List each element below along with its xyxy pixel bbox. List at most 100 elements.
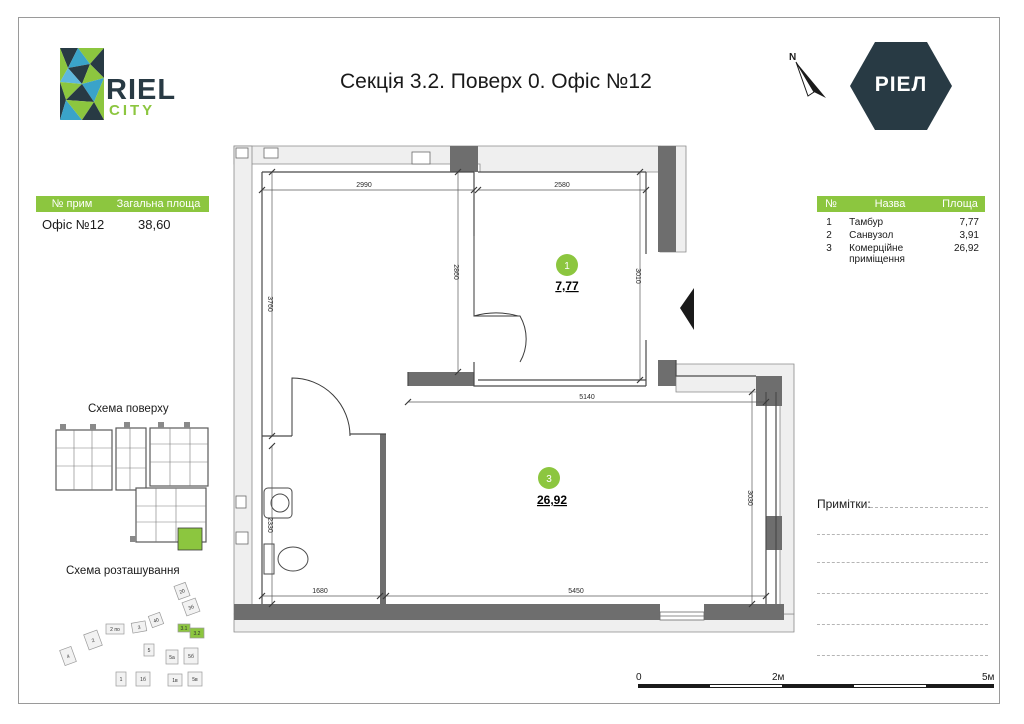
site-building-label: 3б <box>188 604 195 612</box>
site-building: 3.2 <box>189 627 205 639</box>
room-row-area: 26,92 <box>953 243 979 254</box>
room-row-area: 7,77 <box>959 217 979 228</box>
room-row-area: 3,91 <box>959 230 979 241</box>
site-building: 1 <box>115 671 127 687</box>
site-building-label: 2 <box>91 638 96 645</box>
floor-scheme-caption: Схема поверху <box>88 403 169 415</box>
site-building: 5в <box>187 671 203 687</box>
scale-start: 0 <box>636 672 642 683</box>
site-building-label: 4 <box>66 654 71 661</box>
site-building-label: 1в <box>172 678 178 684</box>
room-row-name: Комерційне приміщення <box>849 243 905 265</box>
site-building: 4 <box>59 645 77 667</box>
rooms-col-name: Назва <box>874 198 906 210</box>
highlighted-office-icon <box>177 527 203 551</box>
summary-col-area: Загальна площа <box>116 198 201 210</box>
dim-top-left: 2990 <box>356 182 372 189</box>
notes-label: Примітки: <box>817 497 871 511</box>
badge-text: РІЕЛ <box>874 73 928 96</box>
site-building: 3 <box>130 620 148 634</box>
room-row-no: 1 <box>826 217 832 228</box>
windows <box>235 147 705 621</box>
site-building: 1б <box>135 671 151 687</box>
rooms-col-area: Площа <box>942 198 978 210</box>
logo-mark-icon <box>60 48 104 120</box>
site-building: 1в <box>167 673 183 687</box>
dim-bottom-right: 5450 <box>568 588 584 595</box>
logo-riel-text: RIEL <box>106 74 177 106</box>
dimension-ticks <box>258 168 770 608</box>
site-building-label: 5в <box>192 677 198 683</box>
dim-main-width: 5140 <box>579 394 595 401</box>
dim-tambour-vertical: 2860 <box>452 264 459 280</box>
site-building-label: 2 по <box>110 627 120 633</box>
sanitary-fixtures <box>263 487 309 575</box>
riel-badge: РІЕЛ <box>849 41 953 131</box>
note-line <box>817 562 988 563</box>
site-building-label: 5 <box>148 648 151 654</box>
rooms-table-body: 1 Тамбур 7,77 2 Санвузол 3,91 3 Комерційне прим… <box>817 216 985 266</box>
site-building: 3б <box>181 597 201 617</box>
room-marker-1[interactable]: 1 7,77 <box>555 254 579 293</box>
site-building-label: 3 <box>137 625 141 631</box>
dim-bathroom-vertical: 2330 <box>266 517 273 533</box>
rooms-table: № Назва Площа 1 Тамбур 7,77 2 Санвузол 3,91 3 К… <box>817 196 985 266</box>
logo-city-text: CITY <box>109 102 156 119</box>
dim-tambour-right-vertical: 3010 <box>634 268 641 284</box>
summary-header: № прим Загальна площа <box>36 196 209 212</box>
interior-walls <box>261 171 777 604</box>
site-building: 3.1 <box>177 623 191 633</box>
room-row-name: Тамбур <box>849 217 884 228</box>
site-building: 5 <box>143 643 155 657</box>
scale-mid: 2м <box>772 672 785 683</box>
dimension-labels: 2990 2580 3760 2860 3010 5140 3030 2330 … <box>266 182 753 595</box>
note-line <box>817 593 988 594</box>
room-row: 3 Комерційне приміщення 26,92 <box>817 242 985 266</box>
summary-col-number: № прим <box>51 198 93 210</box>
site-building-label: 3.2 <box>194 631 201 637</box>
room-1-area: 7,77 <box>555 279 579 293</box>
site-scheme-caption: Схема розташування <box>66 565 180 577</box>
dim-main-right-vertical: 3030 <box>746 490 753 506</box>
room-1-number: 1 <box>564 261 570 272</box>
north-arrow: N <box>786 50 836 106</box>
site-building: 40 <box>147 611 165 629</box>
room-row: 1 Тамбур 7,77 <box>817 216 985 229</box>
note-line <box>817 534 988 535</box>
room-row-name: Санвузол <box>849 230 894 241</box>
site-building: 20 <box>173 581 191 601</box>
note-line <box>817 655 988 656</box>
note-line <box>870 507 988 508</box>
site-building-label: 40 <box>153 617 160 625</box>
site-building-label: 5а <box>169 655 175 661</box>
site-building-label: 20 <box>179 588 186 596</box>
north-arrow-icon <box>795 61 826 98</box>
room-row: 2 Санвузол 3,91 <box>817 229 985 242</box>
site-building-label: 1 <box>120 677 123 683</box>
site-building: 5б <box>183 647 199 665</box>
site-building: 2 по <box>105 623 125 635</box>
room-3-area: 26,92 <box>537 493 567 507</box>
hexagon-badge-icon <box>850 42 952 130</box>
summary-office-name: Офіс №12 <box>42 217 105 232</box>
site-building-label: 3.1 <box>181 626 188 632</box>
summary-table: № прим Загальна площа Офіс №12 38,60 <box>36 196 209 232</box>
rooms-table-header: № Назва Площа <box>817 196 985 212</box>
outer-wall-bands <box>233 145 795 633</box>
room-marker-3[interactable]: 3 26,92 <box>537 467 567 507</box>
rooms-col-no: № <box>825 198 837 210</box>
north-label: N <box>789 52 797 63</box>
site-building-label: 5б <box>188 654 194 660</box>
site-building: 2 <box>83 629 103 651</box>
scale-end: 5м <box>982 672 995 683</box>
page-title: Секція 3.2. Поверх 0. Офіс №12 <box>340 70 652 93</box>
drawing-sheet <box>18 17 1000 704</box>
summary-total-area: 38,60 <box>138 217 171 232</box>
room-row-no: 3 <box>826 243 832 254</box>
summary-row: Офіс №12 38,60 <box>36 217 209 232</box>
room-row-no: 2 <box>826 230 832 241</box>
entrance-arrow-icon <box>680 288 694 330</box>
dim-bottom-left: 1680 <box>312 588 328 595</box>
door-swings <box>291 236 527 437</box>
